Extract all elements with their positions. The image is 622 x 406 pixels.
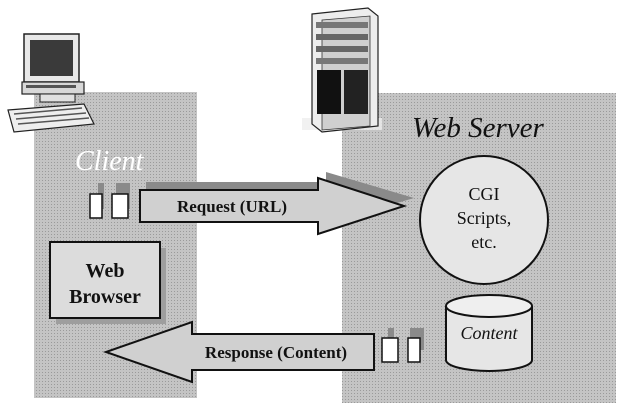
client-title: Client [75,146,145,177]
server-tower-icon [302,7,382,133]
cgi-line3: etc. [471,232,496,252]
web-browser-line1: Web [86,260,125,282]
cgi-line2: Scripts, [457,208,512,228]
response-label: Response (Content) [205,343,347,362]
web-browser-line2: Browser [69,286,141,308]
cgi-scripts-circle: CGI Scripts, etc. [419,155,549,285]
request-arrow: Request (URL) [89,172,414,236]
response-arrow: Response (Content) [102,320,424,384]
web-browser-box: Web Browser [49,241,166,324]
cgi-line1: CGI [469,184,500,204]
server-title: Web Server [412,112,545,144]
content-label: Content [461,323,519,343]
request-label: Request (URL) [177,197,287,216]
content-database: Content [445,294,533,372]
desktop-computer-icon [7,33,95,133]
